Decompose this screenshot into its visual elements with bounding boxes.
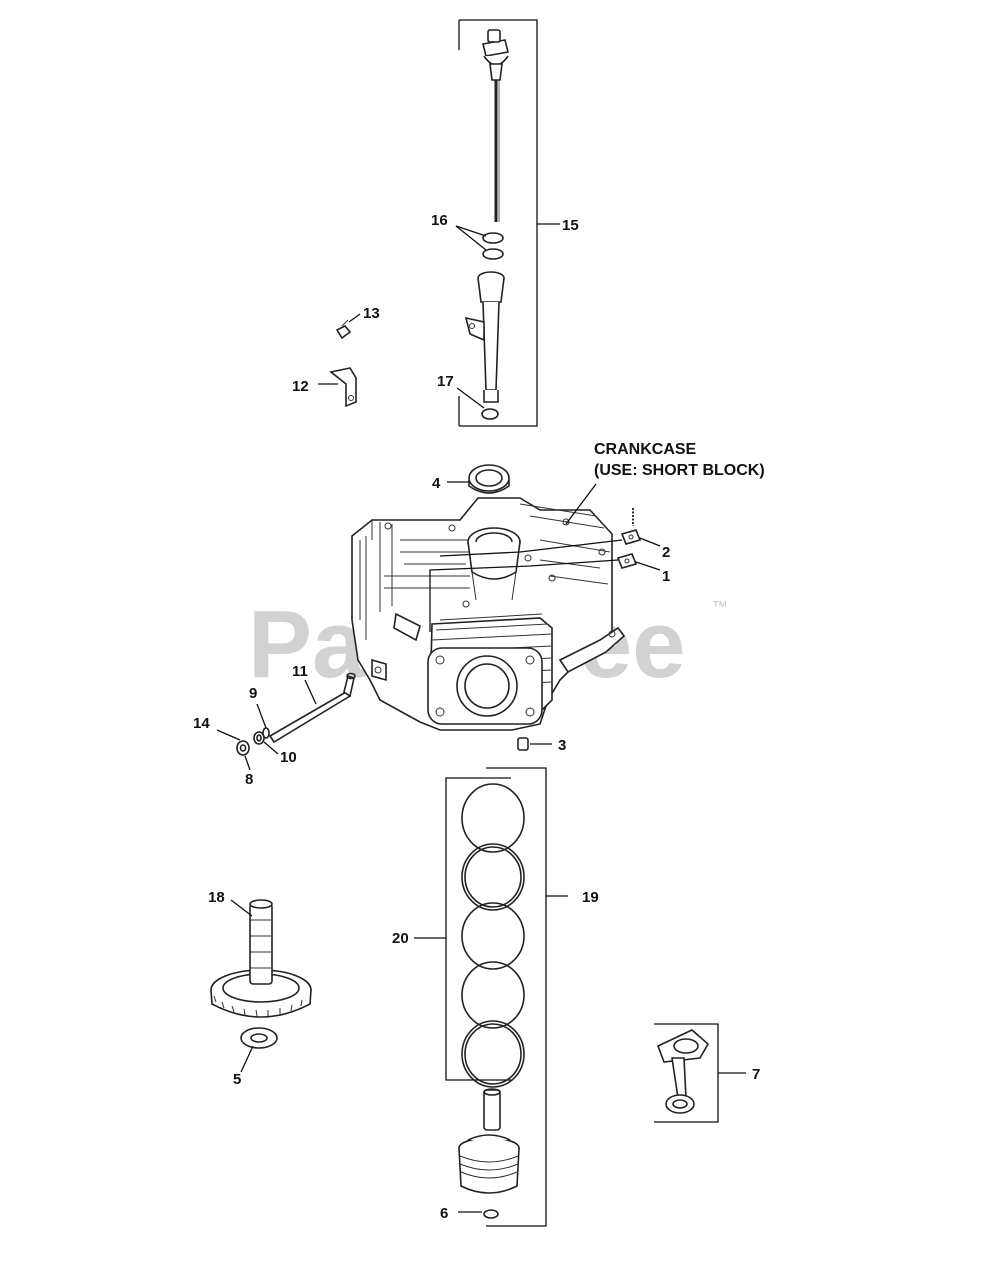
callout-1: 1 [662,568,670,585]
callout-labels: 15 16 13 12 17 4 2 1 3 11 9 14 10 8 19 2… [193,212,760,1222]
leader-13 [348,313,361,323]
ring-set-bracket [445,777,511,1081]
leader-11 [304,679,317,705]
leader-2 [639,537,661,547]
callout-5: 5 [233,1071,241,1088]
callout-9: 9 [249,685,257,702]
ring-6-icon[interactable] [483,1209,499,1219]
washer-8-icon[interactable] [236,740,250,756]
dipstick-group-bracket [459,19,538,427]
dipstick-cap-icon [482,29,509,81]
dipstick-tube-icon [464,271,505,403]
leader-16a [455,225,487,237]
washer-1-icon[interactable] [616,553,638,569]
callout-4: 4 [432,475,441,492]
ring-9-icon[interactable] [262,727,270,739]
seal-10-icon[interactable] [253,731,265,745]
callout-3: 3 [558,737,566,754]
callout-6: 6 [440,1205,448,1222]
leader-18 [230,899,253,917]
leader-8 [244,755,251,771]
callout-2: 2 [662,544,670,561]
leader-16b [455,225,487,251]
crankcase-heading-line1: CRANKCASE [594,441,697,458]
callout-14: 14 [193,715,210,732]
callout-16: 16 [431,212,448,229]
oil-seal-4-icon[interactable] [468,464,510,494]
washer-5-icon[interactable] [240,1027,278,1049]
watermark-tm: ™ [712,599,728,616]
pin-2-icon[interactable] [620,508,642,545]
dipstick-assembly[interactable] [458,19,538,427]
crankcase-heading-line2: (USE: SHORT BLOCK) [594,462,765,479]
callout-7: 7 [752,1066,760,1083]
piston-icon[interactable] [458,1134,520,1194]
o-ring-lower [482,248,504,260]
ring-set-20-icon[interactable] [461,783,525,1088]
callout-18: 18 [208,889,225,906]
callout-20: 20 [392,930,409,947]
leader-9 [256,703,267,729]
callout-11: 11 [292,663,308,680]
callout-17: 17 [437,373,454,390]
callout-19: 19 [582,889,599,906]
piston-pin-icon[interactable] [483,1088,501,1131]
leader-crankcase [565,483,597,525]
bracket-12-icon[interactable] [329,367,357,408]
callout-12: 12 [292,378,309,395]
callout-15: 15 [562,217,579,234]
piston-group-bracket [486,767,547,1227]
screw-13-icon[interactable] [335,319,352,340]
leader-2-to-block [439,539,623,557]
callout-13: 13 [363,305,380,322]
leader-14 [216,729,241,741]
tube-11-icon[interactable] [268,672,356,744]
o-ring-upper [482,232,504,244]
leader-17 [456,387,485,409]
callout-10: 10 [280,749,297,766]
camshaft-18-icon[interactable] [210,899,312,1018]
leader-10 [263,741,279,755]
leader-1-to-block [429,559,619,632]
callout-8: 8 [245,771,253,788]
connecting-rod-7-icon[interactable] [656,1029,710,1114]
crankcase-block-icon[interactable] [351,497,626,731]
leader-1 [635,561,661,571]
dipstick-tube-seal [481,408,499,420]
dowel-3-icon[interactable] [517,737,529,751]
leader-5 [240,1045,254,1073]
